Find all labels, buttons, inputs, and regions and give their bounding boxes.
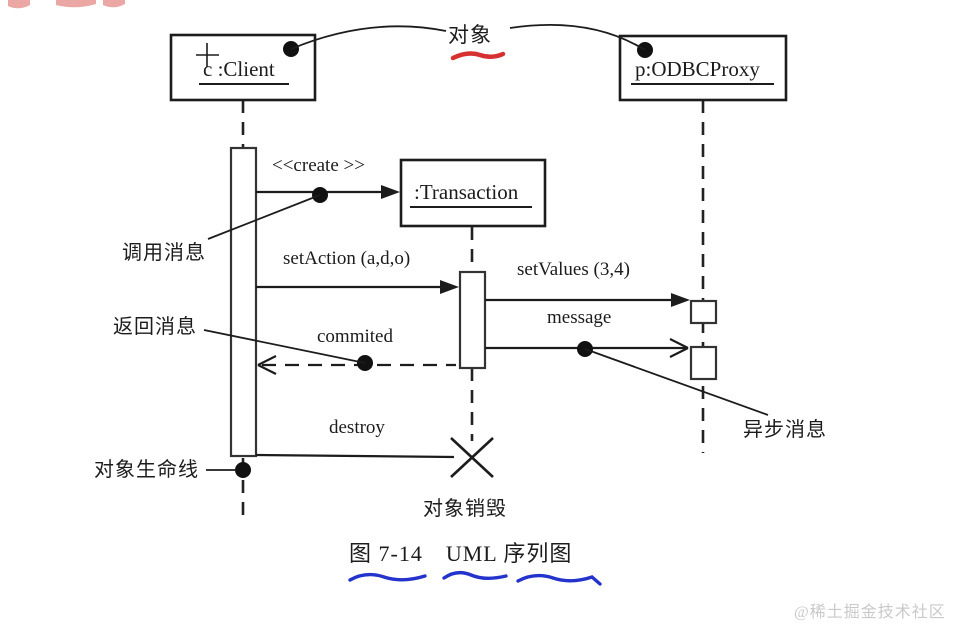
transaction-object-name: :Transaction [410, 180, 533, 209]
destroy-message-line [255, 453, 455, 459]
async-open-arrowhead [669, 338, 689, 358]
client-object-name: c :Client [199, 57, 289, 86]
caption-blue-underline-2 [442, 570, 508, 580]
destroy-message-label: destroy [329, 417, 385, 438]
return-message-annotation: 返回消息 [113, 316, 197, 338]
create-message-label: <<create >> [272, 155, 365, 176]
async-message-annotation: 异步消息 [743, 419, 827, 441]
create-arrowhead [381, 185, 400, 199]
figure-caption: 图 7-14 UML 序列图 [349, 541, 573, 566]
transaction-activation-bar [458, 270, 487, 370]
commited-message-label: commited [317, 326, 393, 347]
proxy-object-name: p:ODBCProxy [631, 57, 774, 86]
setaction-message-label: setAction (a,d,o) [283, 248, 411, 269]
transaction-object-box [399, 158, 547, 228]
object-label-right-curve [509, 23, 646, 51]
watermark: @稀土掘金技术社区 [794, 604, 946, 621]
return-open-arrowhead [257, 355, 277, 375]
async-message-leader [584, 348, 769, 416]
return-message-leader [203, 329, 366, 364]
call-message-leader [207, 194, 321, 240]
crosshair-cursor-icon [196, 43, 219, 67]
object-label-left-curve [290, 25, 447, 50]
red-annotation-marks [8, 0, 125, 9]
setvalues-message-label: setValues (3,4) [517, 259, 630, 280]
object-lifeline-annotation: 对象生命线 [94, 459, 199, 481]
caption-blue-underline-1 [348, 572, 427, 582]
client-activation-bar [229, 146, 258, 458]
setvalues-arrowhead [671, 293, 690, 307]
client-object-box [169, 33, 317, 102]
caption-blue-underline-3 [516, 573, 602, 586]
object-label-red-underline [450, 51, 506, 61]
object-annotation-label: 对象 [448, 23, 492, 47]
message-label: message [547, 307, 612, 328]
object-destroy-annotation: 对象销毁 [423, 498, 507, 520]
proxy-activation-box-2 [689, 345, 718, 381]
setaction-arrowhead [440, 280, 459, 294]
destroy-x-mark [450, 437, 494, 478]
call-message-annotation: 调用消息 [122, 242, 206, 264]
lifeline-callout-dot [235, 462, 251, 478]
proxy-activation-box-1 [689, 299, 718, 325]
